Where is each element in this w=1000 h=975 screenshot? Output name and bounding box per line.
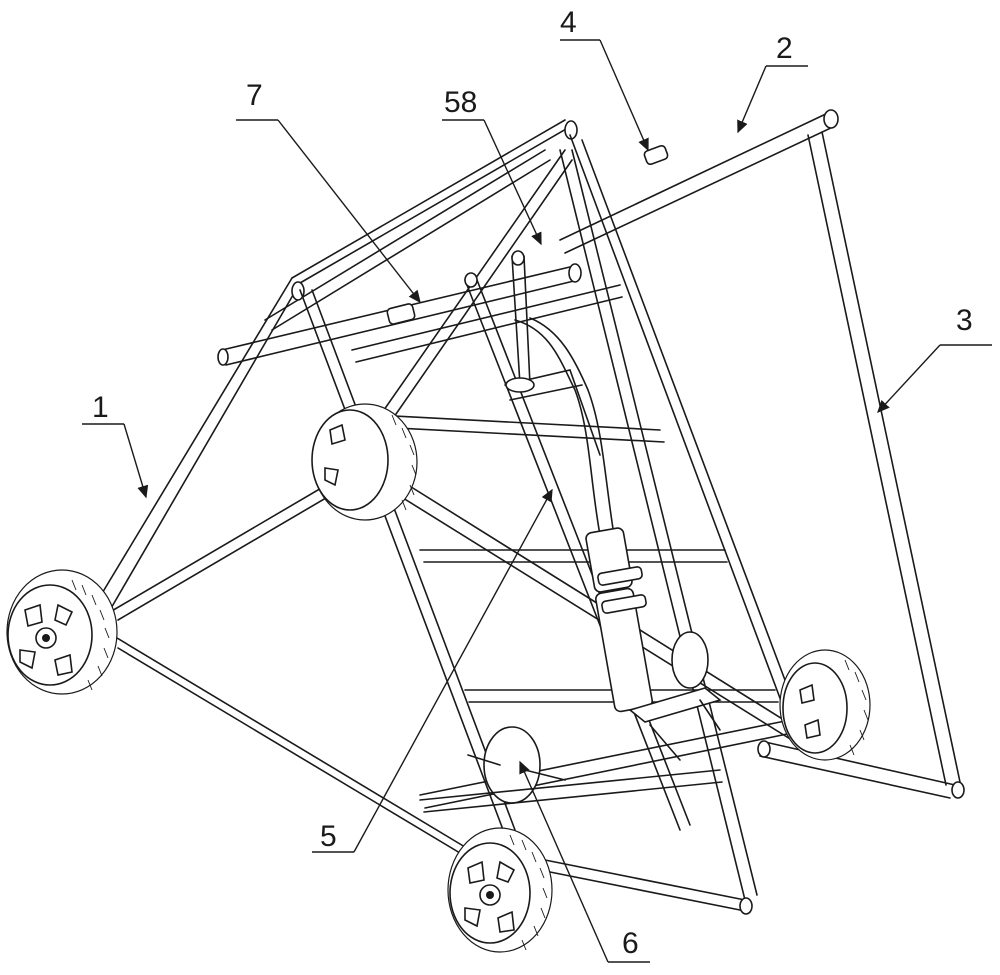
- left-a-frame-brace: [109, 469, 361, 621]
- callout-5: 5: [312, 488, 553, 853]
- callout-label: 3: [956, 304, 973, 337]
- callout-label: 7: [246, 79, 263, 112]
- cylinder-collar: [597, 566, 643, 586]
- handle-bottom-bar: [759, 741, 956, 799]
- center-post-cap: [464, 272, 478, 288]
- hose: [529, 317, 615, 536]
- callout-label: 58: [444, 86, 477, 119]
- callout-label: 5: [320, 820, 337, 853]
- cylinder-collar: [601, 594, 647, 614]
- left-a-frame-front-leg: [97, 277, 301, 611]
- left-rear-diagonal: [369, 149, 573, 441]
- ladder-left-rail: [299, 289, 516, 836]
- base-left-rail: [111, 634, 476, 863]
- roller-shaft: [419, 769, 723, 813]
- handle-upright: [807, 131, 961, 786]
- callout-58: 58: [442, 86, 542, 246]
- roller-assembly: [419, 726, 723, 813]
- pedal: [628, 687, 722, 723]
- wheel-rear-right: [779, 649, 871, 761]
- handle-top-cap: [823, 109, 839, 129]
- pedal-support: [649, 699, 721, 761]
- sleeve-joint-7: [386, 303, 416, 325]
- callout-7: 7: [236, 79, 421, 304]
- roller-upper: [671, 631, 709, 689]
- callout-label: 1: [92, 391, 109, 424]
- base-bottom-rail: [544, 859, 751, 913]
- wheel-front-left: [6, 569, 118, 695]
- callout-label: 4: [560, 6, 577, 39]
- cross-bar-cap-left: [217, 348, 229, 366]
- left-a-frame-diagonal: [264, 149, 551, 331]
- center-post: [464, 279, 691, 831]
- hose-assembly: [504, 317, 722, 761]
- wheel-rear-left: [311, 403, 418, 521]
- callout-1: 1: [82, 391, 149, 499]
- callout-label: 6: [622, 927, 639, 960]
- upper-tube-end: [505, 377, 535, 393]
- left-a-frame-top-rail: [291, 119, 574, 284]
- frame: [97, 109, 965, 915]
- hose: [514, 319, 601, 536]
- base-rail-cap: [739, 897, 753, 915]
- callout-3: 3: [877, 304, 992, 414]
- callout-6: 6: [519, 760, 650, 963]
- cross-bar-cap-right: [568, 263, 582, 283]
- handle-top-bar: [559, 111, 836, 254]
- base-front-rail: [419, 719, 793, 809]
- handle-bottom-cap: [951, 781, 965, 799]
- ladder-rung: [351, 284, 623, 363]
- ladder-rung: [374, 414, 665, 443]
- callout-4: 4: [560, 6, 649, 152]
- ladder-rear-rail: [559, 149, 758, 901]
- callout-label: 2: [776, 32, 793, 65]
- center-post-2-cap: [511, 250, 525, 266]
- wheel-front-right: [447, 827, 553, 953]
- sleeve-joint-4: [643, 144, 669, 166]
- handle-left-cap: [757, 740, 771, 758]
- roller-axle: [467, 754, 566, 781]
- frame-top-cap-left: [291, 281, 305, 301]
- callout-2: 2: [737, 32, 808, 134]
